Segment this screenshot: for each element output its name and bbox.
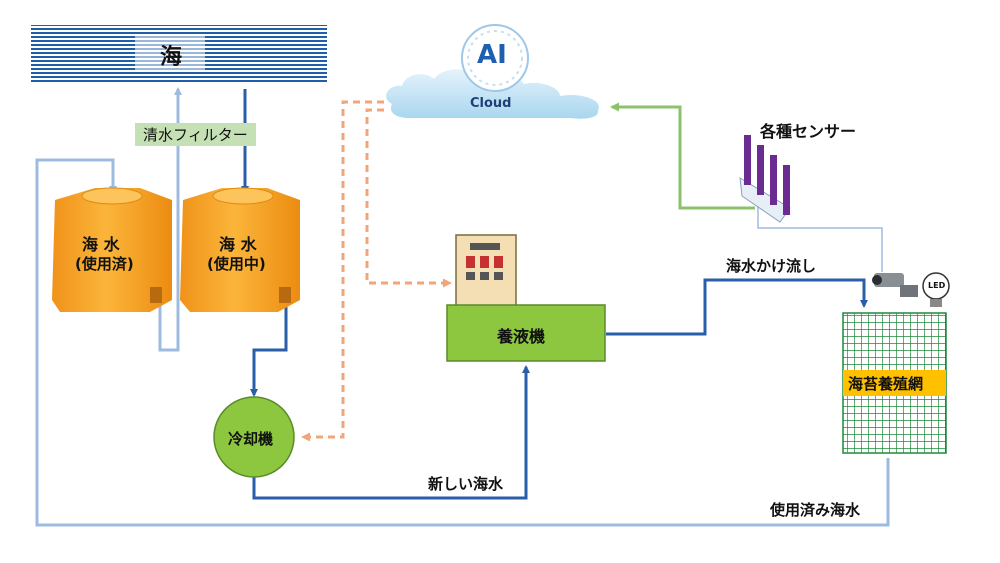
net-label-bg [843,370,946,396]
tank-used-line2: (使用済) [75,255,134,273]
nutrient-machine-box [446,304,606,362]
tank-active-shape [180,187,300,312]
pour-label: 海水かけ流し [726,257,817,275]
cloud-shape [386,24,599,119]
machine-to-net-line [606,278,868,336]
new-water-label: 新しい海水 [428,475,504,493]
sea-label: 海 [160,45,183,70]
tank-active-line1: 海 水 [219,235,257,254]
cloud-label: Cloud [470,96,512,111]
used-water-label: 使用済み海水 [770,501,861,519]
cooler-label: 冷却機 [228,430,274,448]
camera-icon [872,273,918,297]
sensor-to-cloud-line [610,102,755,210]
cooler-to-machine-line [252,365,530,500]
led-label: LED [928,281,946,290]
net-label: 海苔養殖網 [848,375,924,393]
tank-used-line1: 海 水 [82,235,120,254]
cooler-circle [213,396,295,478]
nutrient-machine-label: 養液機 [497,327,546,346]
cloud-to-machine-control [301,100,384,442]
tank-to-cooler-line [250,300,288,397]
filter-label: 清水フィルター [135,123,256,146]
tank-used-shape [52,187,172,312]
sensor-icon [739,135,791,223]
used-water-return-line [35,158,890,527]
cloud-to-controller-control [365,108,452,288]
ai-label: AI [477,40,507,70]
led-bulb-icon [922,272,950,307]
drain-to-sea-line [158,87,182,352]
tank-active-line2: (使用中) [207,255,266,273]
controller-panel [455,234,517,314]
sensors-label: 各種センサー [760,122,857,141]
